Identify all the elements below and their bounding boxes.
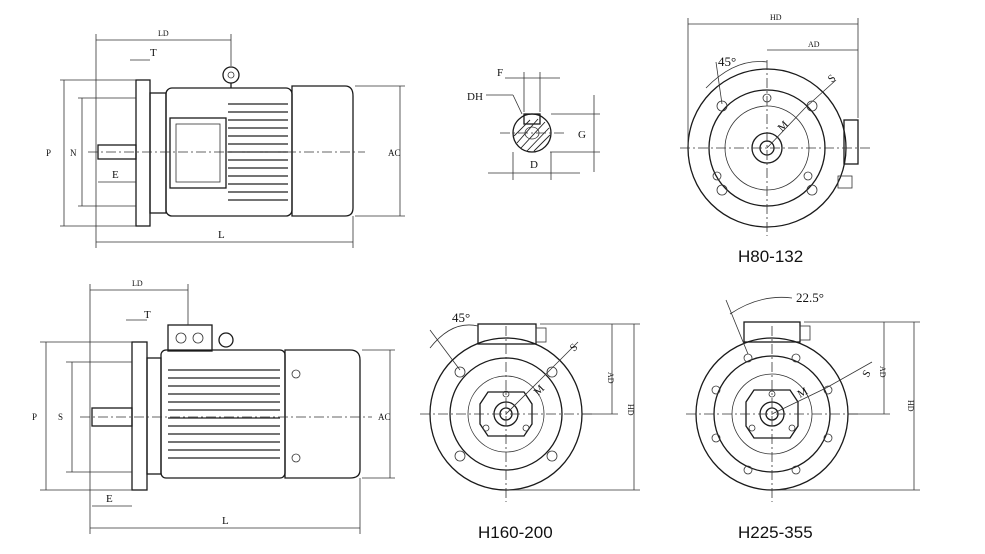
caption-h225-355: H225-355 bbox=[738, 523, 813, 542]
label-hd-large: HD bbox=[906, 400, 915, 412]
label-e-small: E bbox=[112, 169, 119, 181]
label-ad-medium: AD bbox=[606, 372, 615, 384]
shaft-section: F DH G D bbox=[467, 67, 600, 180]
label-d: D bbox=[530, 159, 538, 171]
label-ad-small: AD bbox=[808, 40, 820, 49]
label-f: F bbox=[497, 67, 503, 79]
front-view-h225-355: 22.5° AD HD S M H225-355 bbox=[686, 290, 920, 542]
label-p-large: P bbox=[32, 412, 37, 422]
label-s-medium: S bbox=[568, 341, 581, 354]
front-view-h160-200: 45° AD HD S M H160-200 bbox=[420, 310, 640, 542]
angle-small-frame: 45° bbox=[718, 54, 736, 69]
label-m-medium: M bbox=[532, 383, 548, 399]
caption-h160-200: H160-200 bbox=[478, 523, 553, 542]
label-ld-large: LD bbox=[132, 279, 143, 288]
label-m-large: M bbox=[796, 385, 811, 400]
label-ad-large: AD bbox=[878, 366, 887, 378]
label-l-large: L bbox=[222, 515, 229, 527]
angle-medium-frame: 45° bbox=[452, 310, 470, 325]
label-s-large: S bbox=[58, 412, 63, 422]
label-s-small: S bbox=[826, 72, 839, 85]
caption-h80-132: H80-132 bbox=[738, 247, 803, 266]
label-l-small: L bbox=[218, 229, 225, 241]
label-m-small: M bbox=[776, 119, 792, 135]
label-dh: DH bbox=[467, 91, 483, 103]
label-g: G bbox=[578, 129, 586, 141]
label-ac-small: AC bbox=[388, 148, 401, 158]
side-view-small-motor: LD T P N E L AC bbox=[46, 29, 405, 248]
label-ac-large: AC bbox=[378, 412, 391, 422]
label-s-large-frame: S bbox=[860, 368, 873, 379]
front-view-h80-132: HD AD 45° S M H80-132 bbox=[680, 13, 870, 266]
label-e-large: E bbox=[106, 493, 113, 505]
side-view-large-motor: LD T P S E L AC bbox=[32, 279, 395, 534]
label-ld-small: LD bbox=[158, 29, 169, 38]
label-hd-medium: HD bbox=[626, 404, 635, 416]
label-t-large: T bbox=[144, 309, 151, 321]
label-p-small: P bbox=[46, 148, 51, 158]
label-hd-small: HD bbox=[770, 13, 782, 22]
label-t-small: T bbox=[150, 47, 157, 59]
angle-large-frame: 22.5° bbox=[796, 290, 824, 305]
label-n-small: N bbox=[70, 148, 77, 158]
